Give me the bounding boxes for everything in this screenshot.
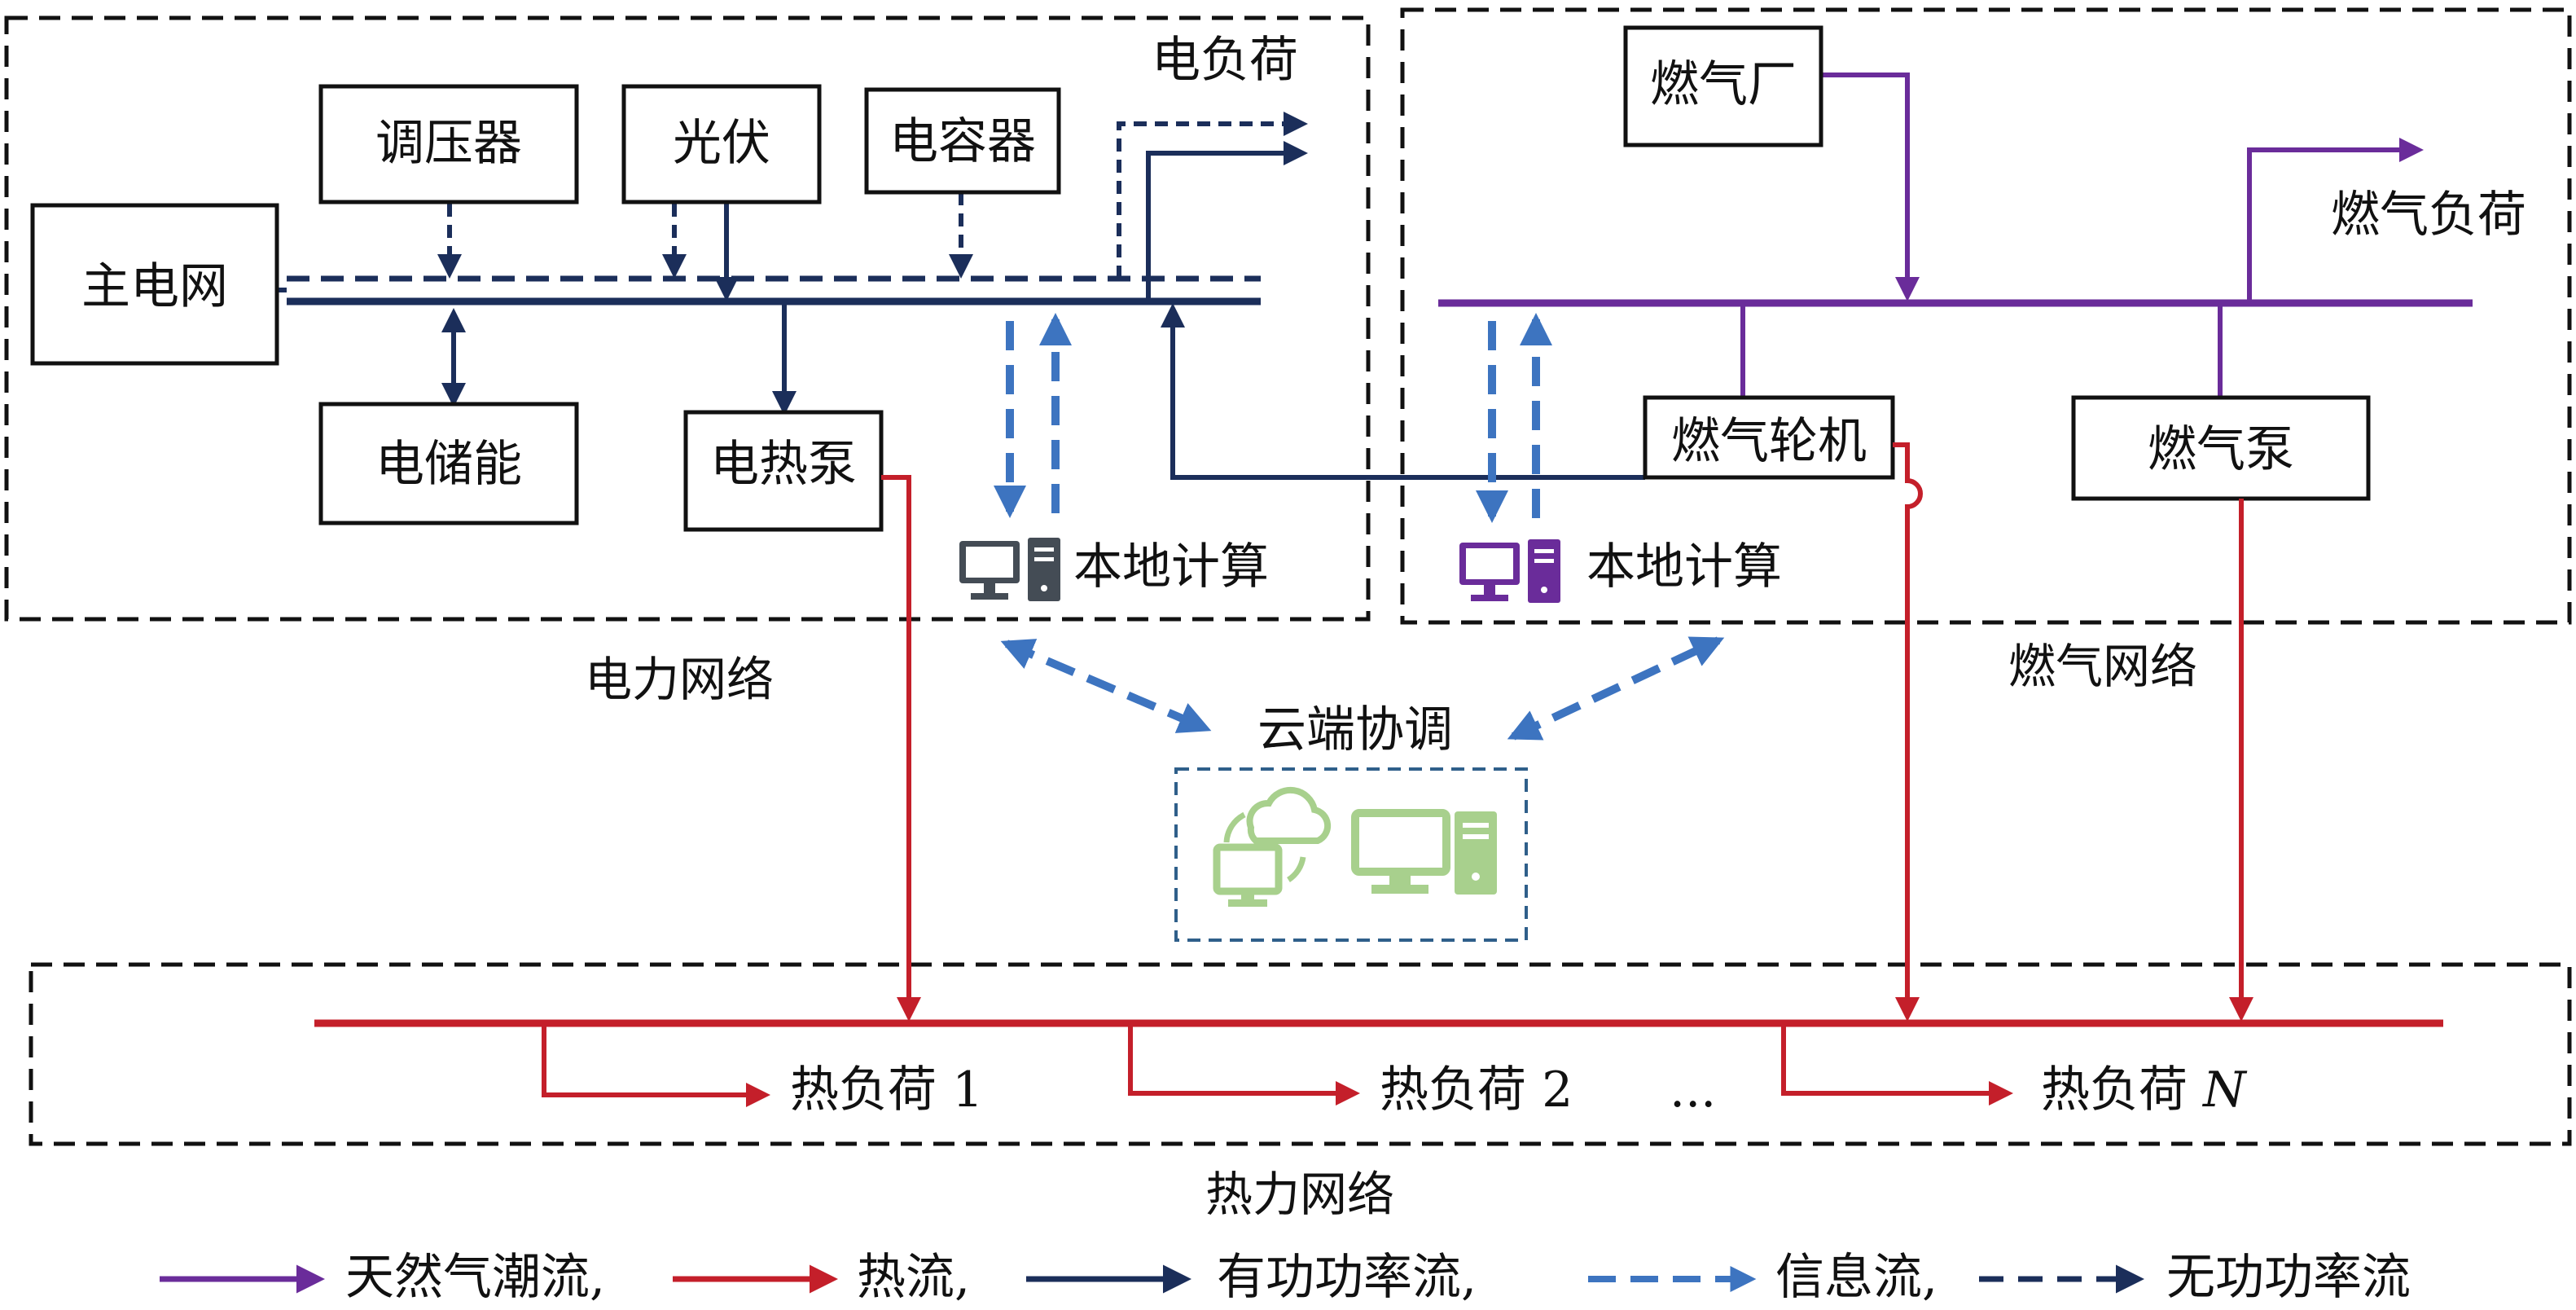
heat-network-caption: 热力网络 xyxy=(1205,1167,1394,1222)
legend-heat-label: 热流, xyxy=(857,1249,970,1306)
power-network-region xyxy=(4,15,1371,622)
cloud-info-right-arrow xyxy=(1507,636,1725,741)
legend: 天然气潮流, 热流, 有功功率流, 信息流, 无功功率流 xyxy=(160,1249,2411,1306)
heat-load-1-label: 热负荷 1 xyxy=(790,1062,983,1119)
gas-plant-box xyxy=(1623,25,1823,147)
heat-pump-heat-arrow xyxy=(881,475,921,1022)
legend-reactive-label: 无功功率流 xyxy=(2166,1249,2411,1306)
regulator-box xyxy=(318,84,579,204)
heat-load-1-arrow xyxy=(542,1026,770,1107)
legend-gas-label: 天然气潮流, xyxy=(345,1249,605,1306)
regulator-label: 调压器 xyxy=(375,115,522,172)
heat-load-n-label: 热负荷 N xyxy=(2041,1062,2248,1119)
gas-load-label: 燃气负荷 xyxy=(2331,187,2526,244)
electric-load-label: 电负荷 xyxy=(1152,32,1298,89)
gas-network-caption: 燃气网络 xyxy=(2008,639,2197,694)
heat-pump-box xyxy=(683,410,884,532)
gas-plant-label: 燃气厂 xyxy=(1650,56,1797,113)
power-local-compute-label: 本地计算 xyxy=(1073,539,1269,596)
gas-pump-label: 燃气泵 xyxy=(2148,421,2294,478)
legend-info-label: 信息流, xyxy=(1775,1249,1937,1306)
cloud-sync-icon xyxy=(1213,786,1332,907)
storage-label: 电储能 xyxy=(375,436,522,493)
legend-active-label: 有功功率流, xyxy=(1217,1249,1477,1306)
main-grid-label: 主电网 xyxy=(81,258,228,315)
cloud-coordination-label: 云端协调 xyxy=(1257,701,1453,758)
storage-box xyxy=(318,402,579,525)
gas-load-arrow xyxy=(2247,138,2424,303)
turbine-to-power-arrow xyxy=(1161,303,1645,480)
heat-network-region xyxy=(29,962,2572,1146)
pv-label: 光伏 xyxy=(673,115,770,172)
computer-icon xyxy=(1351,809,1497,895)
cloud-info-left-arrow xyxy=(1000,639,1212,733)
heat-load-2-arrow xyxy=(1128,1026,1360,1106)
gas-turbine-label: 燃气轮机 xyxy=(1671,413,1867,470)
capacitor-box xyxy=(864,87,1061,195)
heat-load-2-label: 热负荷 2 xyxy=(1380,1062,1573,1119)
heat-load-n-arrow xyxy=(1781,1026,2013,1106)
main-grid-box xyxy=(30,203,279,366)
load-reactive-arrow xyxy=(1117,112,1308,279)
heat-load-ellipsis: ... xyxy=(1670,1062,1716,1119)
gas-pump-box xyxy=(2071,395,2371,501)
computer-icon xyxy=(959,538,1060,601)
pv-box xyxy=(621,84,822,204)
capacitor-label: 电容器 xyxy=(889,113,1036,170)
heat-pump-label: 电热泵 xyxy=(710,436,857,493)
cloud-coordination-box xyxy=(1174,767,1528,942)
power-network-caption: 电力网络 xyxy=(585,652,774,707)
turbine-heat-arrow xyxy=(1893,442,1923,1022)
gas-plant-arrow xyxy=(1821,73,1920,301)
load-active-arrow xyxy=(1146,141,1308,301)
gas-network-region xyxy=(1400,7,2572,625)
gas-local-compute-label: 本地计算 xyxy=(1586,539,1782,596)
gas-turbine-box xyxy=(1643,395,1895,480)
computer-icon xyxy=(1459,539,1560,603)
